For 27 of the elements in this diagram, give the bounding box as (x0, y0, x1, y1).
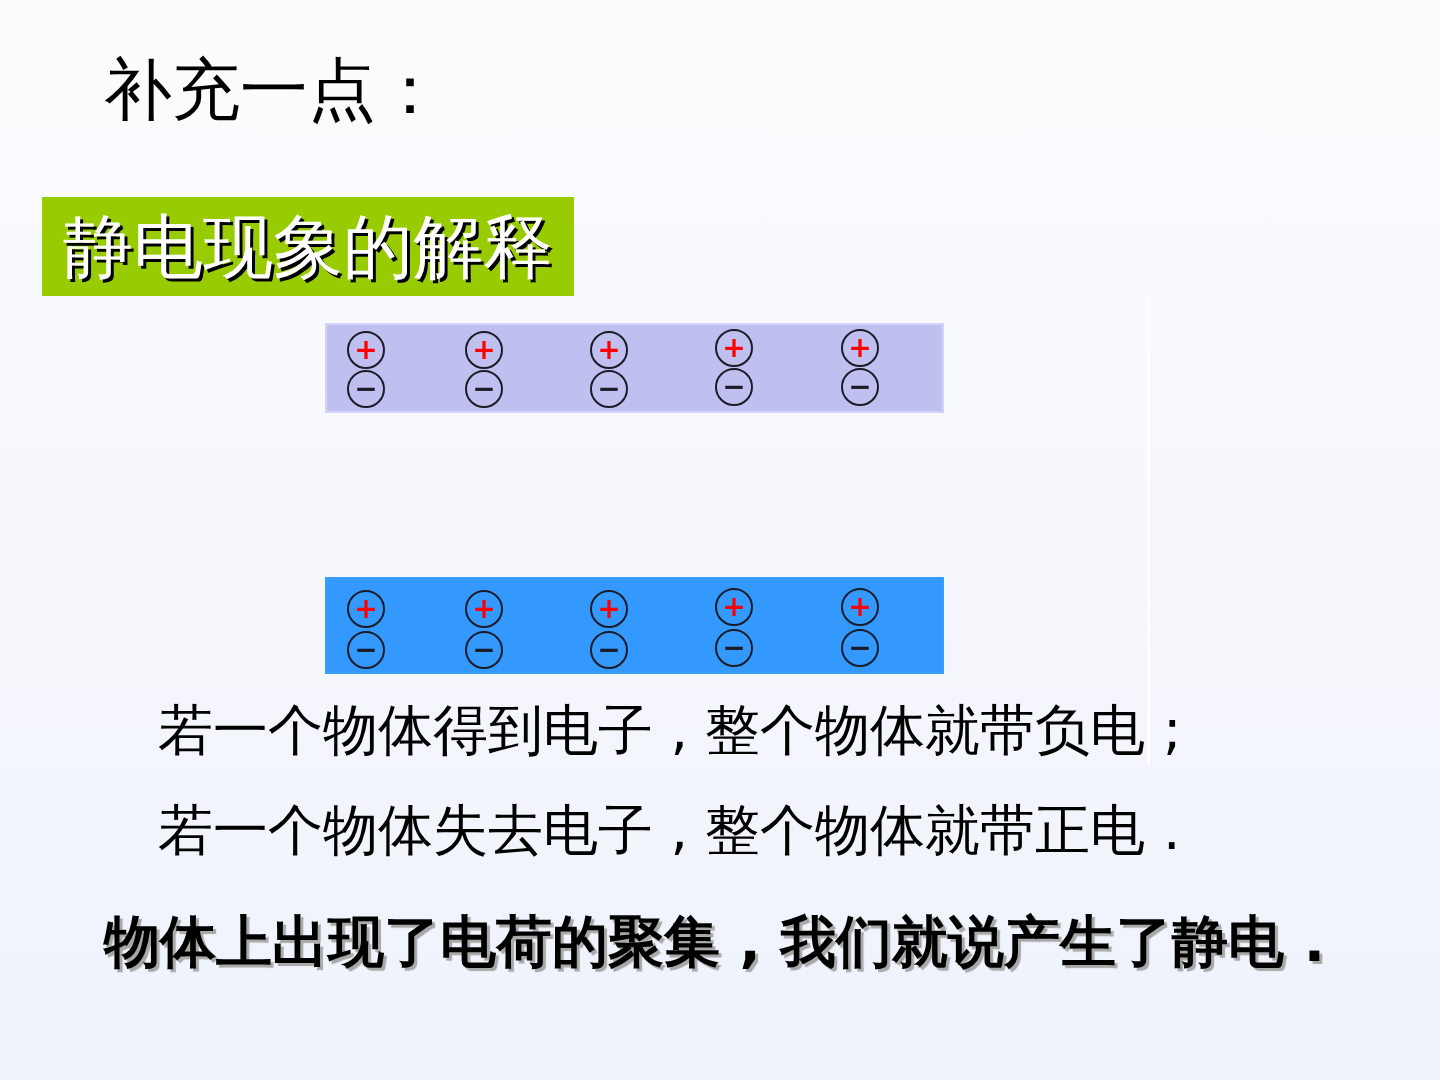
charge-circle: − (347, 631, 385, 669)
charge-circle: + (465, 590, 503, 628)
slide-title: 补充一点： (104, 56, 444, 124)
charge-circle: − (715, 629, 753, 667)
charge-circle: + (590, 590, 628, 628)
charge-circle: + (715, 329, 753, 367)
statement-text: 若一个物体得到电子 , 整个物体就带负电 ; (158, 703, 1182, 758)
charge-circle: + (347, 590, 385, 628)
charge-circle: + (465, 331, 503, 369)
object-bar (325, 577, 944, 674)
heading-band: 静电现象的解释 (42, 197, 574, 296)
charge-circle: + (347, 331, 385, 369)
charge-circle: + (841, 329, 879, 367)
charge-circle: + (715, 588, 753, 626)
charge-circle: − (841, 368, 879, 406)
charge-circle: − (590, 370, 628, 408)
conclusion-text: 物体上出现了电荷的聚集 , 我们就说产生了静电 . (104, 914, 1326, 970)
charge-circle: + (841, 588, 879, 626)
charge-circle: − (715, 368, 753, 406)
charge-circle: − (465, 631, 503, 669)
statement-text: 若一个物体失去电子 , 整个物体就带正电 . (158, 803, 1181, 858)
charge-circle: + (590, 331, 628, 369)
charge-circle: − (347, 370, 385, 408)
charge-circle: − (465, 370, 503, 408)
charge-circle: − (590, 631, 628, 669)
charge-circle: − (841, 629, 879, 667)
object-bar (325, 323, 944, 413)
